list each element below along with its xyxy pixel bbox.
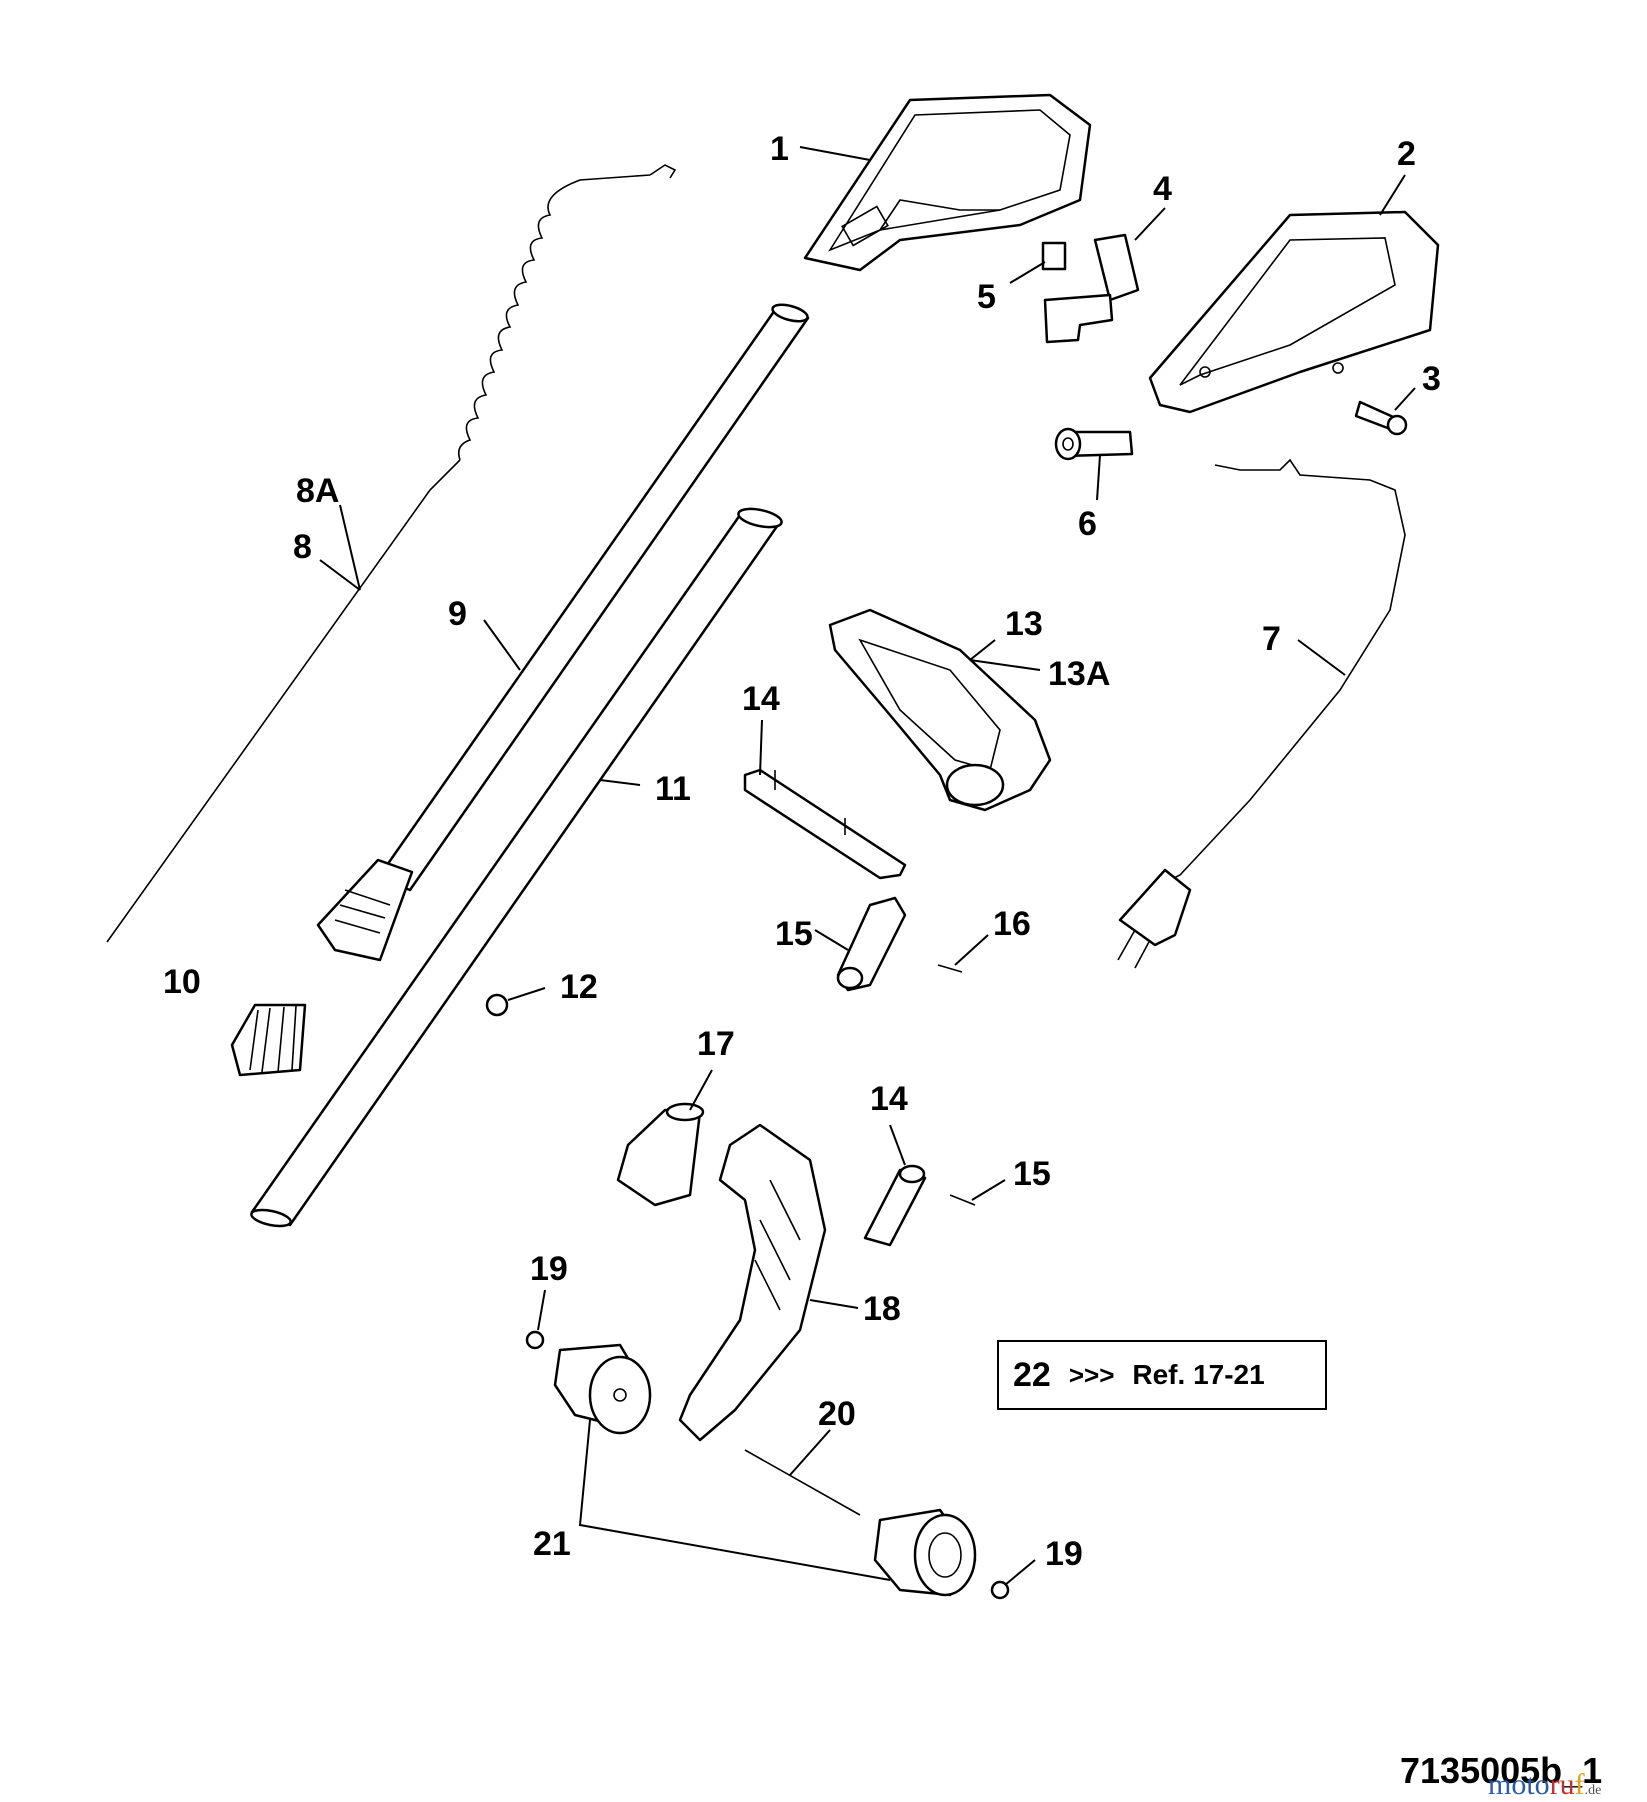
part-6-sleeve xyxy=(1054,427,1134,461)
callout-3: 3 xyxy=(1422,360,1441,398)
leader-lines xyxy=(319,146,1416,1586)
callout-8a: 8A xyxy=(296,472,339,510)
part-8-spring-wire xyxy=(106,164,677,943)
drawing-number: 7135005b_1 xyxy=(1400,1750,1603,1791)
part-12-nut xyxy=(485,993,509,1017)
callout-13: 13 xyxy=(1005,605,1043,643)
part-20-axle xyxy=(744,1449,861,1516)
part-15-lever xyxy=(836,896,907,992)
part-4-switch xyxy=(1043,233,1140,344)
reference-arrow: >>> xyxy=(1068,1359,1115,1390)
part-13-aux-handle xyxy=(828,608,1052,812)
callout-2: 2 xyxy=(1397,135,1416,173)
watermark-part2: ru xyxy=(1549,1768,1575,1801)
callout-4: 4 xyxy=(1153,170,1172,208)
watermark-part3: f xyxy=(1574,1768,1585,1801)
callout-13a: 13A xyxy=(1048,655,1110,693)
part-15-pin xyxy=(949,1194,976,1206)
callout-15-lower: 15 xyxy=(1013,1155,1051,1193)
callout-18: 18 xyxy=(863,1290,901,1328)
callout-14-upper: 14 xyxy=(742,680,780,718)
callout-16: 16 xyxy=(993,905,1031,943)
part-2-handle-cover xyxy=(1148,210,1440,414)
reference-text: Ref. 17-21 xyxy=(1132,1359,1265,1390)
callout-labels: 1 2 3 4 5 6 7 8A 8 9 10 11 12 13 13A 14 … xyxy=(163,130,1441,1573)
part-3-screw xyxy=(1354,400,1408,436)
part-21-wheel-left xyxy=(553,1343,652,1435)
callout-21: 21 xyxy=(533,1525,571,1563)
callout-17: 17 xyxy=(697,1025,735,1063)
reference-key: 22 xyxy=(1013,1355,1051,1394)
part-16-pin xyxy=(937,964,963,973)
part-5-block xyxy=(1041,241,1067,271)
part-18-guard-arm xyxy=(678,1123,827,1442)
part-10-knob xyxy=(230,1003,307,1077)
reference-box: 22 >>> Ref. 17-21 xyxy=(997,1340,1327,1410)
part-17-bracket xyxy=(616,1102,705,1207)
part-19-washer-upper xyxy=(525,1330,545,1350)
part-9-upper-tube xyxy=(316,303,810,962)
callout-6: 6 xyxy=(1078,505,1097,543)
callout-15-upper: 15 xyxy=(775,915,813,953)
callout-8: 8 xyxy=(293,528,312,566)
part-7-power-cord xyxy=(1117,458,1406,969)
callout-9: 9 xyxy=(448,595,467,633)
callout-5: 5 xyxy=(977,278,996,316)
callout-20: 20 xyxy=(818,1395,856,1433)
part-21-wheel-right xyxy=(873,1508,977,1597)
watermark-domain: .de xyxy=(1584,1783,1602,1798)
part-11-lower-tube xyxy=(250,507,783,1228)
part-1-handle-housing xyxy=(803,93,1092,272)
watermark-part1: moto xyxy=(1488,1768,1550,1801)
part-19-washer-lower xyxy=(990,1580,1010,1600)
callout-14-lower: 14 xyxy=(870,1080,908,1118)
callout-19-lower: 19 xyxy=(1045,1535,1083,1573)
callout-19-upper: 19 xyxy=(530,1250,568,1288)
callout-7: 7 xyxy=(1262,620,1281,658)
callout-10: 10 xyxy=(163,963,201,1001)
callout-1: 1 xyxy=(770,130,789,168)
part-14-clamp-plate xyxy=(743,768,907,880)
callout-11: 11 xyxy=(655,770,691,808)
part-14-cam xyxy=(863,1164,927,1247)
watermark-logo: motoruf.de xyxy=(1488,1768,1601,1802)
callout-12: 12 xyxy=(560,968,598,1006)
